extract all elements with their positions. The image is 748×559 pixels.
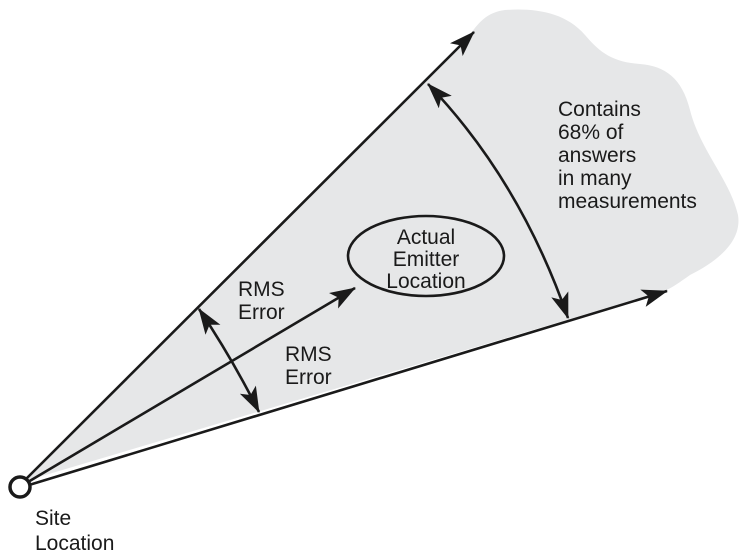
region-label: Contains 68% of answers in many measurem… [558, 98, 697, 213]
site-label: Site Location [35, 507, 114, 555]
rms-upper-label-line: Error [238, 301, 285, 324]
rms-upper-label-line: RMS [238, 278, 285, 301]
upper-bearing-ray [25, 31, 475, 480]
lower-bearing-ray [28, 289, 668, 487]
emitter-label: Actual Emitter Location [386, 226, 465, 293]
region-label-line: 68% of [558, 121, 624, 144]
coverage-arc-arrow [427, 83, 570, 319]
emitter-label-line: Location [386, 270, 465, 293]
rms-lower-label-line: Error [285, 366, 332, 389]
site-label-line: Site [35, 507, 71, 530]
site-label-line: Location [35, 532, 114, 555]
rms-lower-label-line: RMS [285, 343, 332, 366]
emitter-ellipse [346, 214, 506, 298]
emitter-label-line: Emitter [393, 248, 460, 271]
rms-upper-label: RMS Error [238, 278, 285, 324]
region-label-line: Contains [558, 98, 641, 121]
rms-error-arrow [197, 308, 261, 413]
region-label-line: in many [558, 167, 632, 190]
region-label-line: measurements [558, 190, 697, 213]
rms-lower-label: RMS Error [285, 343, 332, 389]
site-marker-icon [8, 475, 32, 499]
measured-bearing-ray [27, 286, 356, 484]
emitter-label-line: Actual [397, 226, 455, 249]
region-label-line: answers [558, 144, 636, 167]
